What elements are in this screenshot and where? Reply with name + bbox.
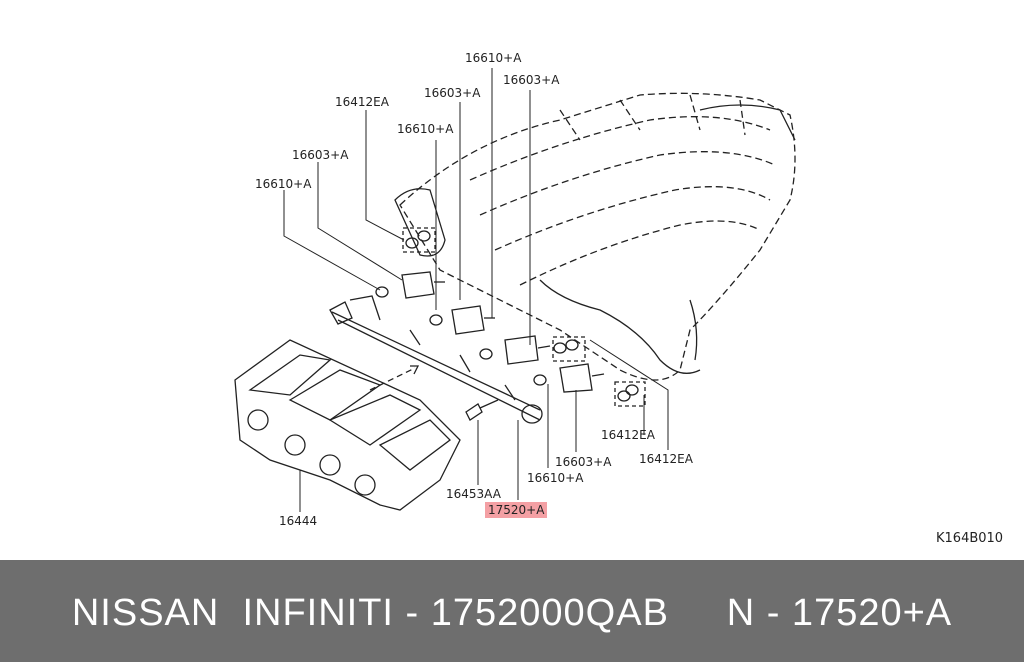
bolt xyxy=(465,399,499,421)
manifold-solid-edges xyxy=(394,104,796,374)
injector-1 xyxy=(401,271,445,299)
seals xyxy=(375,230,639,402)
cover-arrowhead xyxy=(410,365,420,375)
label-16453aa: 16453AA xyxy=(446,487,501,501)
label-16412ea-low2: 16412EA xyxy=(639,452,693,466)
intake-manifold xyxy=(399,92,796,381)
label-16610-top: 16610+A xyxy=(465,51,522,65)
label-17520-highlighted: 17520+A xyxy=(485,502,548,518)
injector-3 xyxy=(504,335,551,365)
label-16603-top: 16603+A xyxy=(503,73,560,87)
label-16412ea-top: 16412EA xyxy=(335,95,389,109)
part-info-banner: NISSAN INFINITI - 1752000QAB N - 17520+A xyxy=(0,560,1024,662)
label-16610-left: 16610+A xyxy=(255,177,312,191)
injector-4 xyxy=(559,363,605,393)
engine-cover xyxy=(234,339,461,511)
label-16610-low: 16610+A xyxy=(527,471,584,485)
leader-lines xyxy=(283,68,669,512)
label-16603-mid: 16603+A xyxy=(424,86,481,100)
label-16603-low: 16603+A xyxy=(555,455,612,469)
seal-boxes xyxy=(402,227,646,407)
label-16603-left: 16603+A xyxy=(292,148,349,162)
diagram-ref-code: K164B010 xyxy=(936,531,1004,546)
injector-2 xyxy=(451,305,495,335)
fuel-rail xyxy=(329,295,543,424)
label-16610-mid: 16610+A xyxy=(397,122,454,136)
diagram-drawing xyxy=(234,68,796,512)
label-16444: 16444 xyxy=(279,514,318,528)
cover-arrow xyxy=(369,367,416,391)
parts-diagram: 16610+A 16603+A 16603+A 16412EA 16610+A … xyxy=(234,51,1004,546)
part-info-text: NISSAN INFINITI - 1752000QAB N - 17520+A xyxy=(71,592,953,634)
label-16412ea-low1: 16412EA xyxy=(601,428,655,442)
